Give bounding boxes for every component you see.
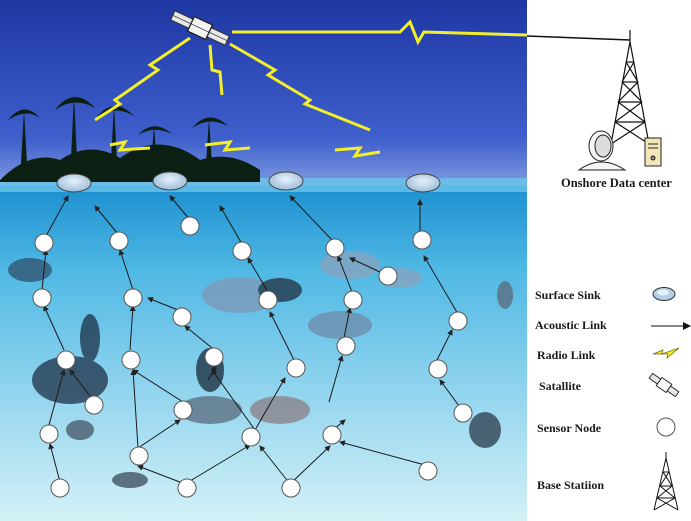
sensor-node	[322, 425, 342, 445]
sea	[0, 185, 527, 521]
base-station-tower-icon	[610, 30, 650, 145]
sensor-node	[418, 461, 438, 481]
underwater-network-scene	[0, 0, 527, 521]
sensor-node	[286, 358, 306, 378]
sensor-node	[428, 359, 448, 379]
base-station-legend-icon	[653, 452, 679, 511]
legend-base-station-label: Base Statiion	[537, 478, 605, 492]
surface-sink	[405, 173, 441, 193]
onshore-radio-line	[527, 35, 631, 41]
sensor-node	[412, 230, 432, 250]
legend-sensor-node-label: Sensor Node	[537, 421, 602, 435]
sensor-node	[39, 424, 59, 444]
sensor-node	[180, 216, 200, 236]
sensor-node	[232, 241, 252, 261]
sensor-node	[325, 238, 345, 258]
sensor-node	[448, 311, 468, 331]
sensor-node	[336, 336, 356, 356]
sensor-node	[129, 446, 149, 466]
sensor-nodes	[32, 216, 473, 498]
sensor-node	[50, 478, 70, 498]
right-panel: Onshore Data center Surface Sink Acousti…	[527, 0, 691, 521]
sensor-node	[32, 288, 52, 308]
sensor-node	[204, 347, 224, 367]
radio-link-island-2	[204, 140, 251, 152]
sensor-node	[281, 478, 301, 498]
legend-radio-link-label: Radio Link	[537, 348, 596, 362]
radio-link-satellite-sink3	[229, 42, 371, 132]
data-center-computers-icon	[577, 130, 662, 171]
sensor-node	[172, 307, 192, 327]
legend-acoustic-link-label: Acoustic Link	[535, 318, 607, 332]
sensor-node	[343, 290, 363, 310]
sensor-node	[34, 233, 54, 253]
sensor-node	[123, 288, 143, 308]
sensor-node	[84, 395, 104, 415]
acoustic-link-arrow-icon	[651, 322, 691, 330]
legend-surface-sink-label: Surface Sink	[535, 288, 601, 302]
legend-satellite-label: Satallite	[539, 379, 581, 393]
radio-link-satellite-sink1	[94, 36, 191, 122]
surface-sink-icon	[652, 287, 676, 301]
fish-group	[8, 251, 513, 488]
surface-sinks	[56, 171, 441, 193]
onshore-data-center-label: Onshore Data center	[561, 176, 672, 190]
surface-sink	[56, 173, 92, 193]
surface-sink	[268, 171, 304, 191]
satellite-legend-icon	[648, 372, 680, 398]
radio-link-lightning-icon	[653, 347, 679, 359]
sensor-node	[173, 400, 193, 420]
sensor-node-icon	[656, 417, 676, 437]
sensor-node	[109, 231, 129, 251]
radio-link-island-1	[109, 139, 151, 152]
sensor-node	[177, 478, 197, 498]
sensor-node	[378, 266, 398, 286]
radio-links	[94, 19, 527, 159]
surface-sink	[152, 171, 188, 191]
sensor-node	[241, 427, 261, 447]
radio-link-satellite-sink2	[208, 44, 224, 96]
sensor-node	[56, 350, 76, 370]
radio-link-satellite-onshore	[232, 19, 527, 46]
satellite-icon	[170, 10, 230, 46]
island-palm-trees	[0, 95, 260, 182]
sensor-node	[453, 403, 473, 423]
sensor-node	[121, 350, 141, 370]
sensor-node	[258, 290, 278, 310]
radio-link-island-3	[334, 146, 381, 159]
